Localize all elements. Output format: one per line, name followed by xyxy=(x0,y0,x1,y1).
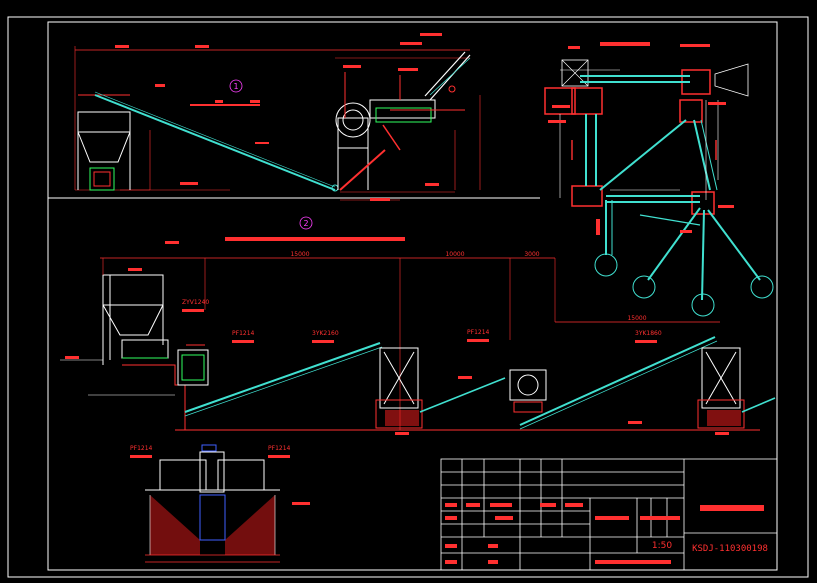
label-pf1214-b: PF1214 xyxy=(467,329,490,336)
label-pf1214-c: PF1214 xyxy=(130,445,153,452)
conveyor-1 xyxy=(184,342,381,413)
circle-1-label: 1 xyxy=(233,82,238,91)
label-3yk1860: 3YK1860 xyxy=(635,330,662,337)
section-1: 1 xyxy=(74,33,481,201)
screen-a xyxy=(375,347,423,429)
label-3yk2160: 3YK2160 xyxy=(312,330,339,337)
crusher-station xyxy=(335,99,436,190)
conveyor-main xyxy=(94,94,336,191)
drawing-number: KSDJ-110300198 xyxy=(692,544,768,554)
label-zyv1240: ZYV1240 xyxy=(182,299,209,306)
section-2: 2 15000 10000 3000 15000 xyxy=(60,216,776,435)
outer-frame xyxy=(7,16,809,578)
crusher-pf1214-b xyxy=(509,369,547,413)
dim-10000: 10000 xyxy=(445,251,464,258)
inner-frame xyxy=(47,21,778,571)
pit-section xyxy=(145,451,280,493)
label-pf1214-a: PF1214 xyxy=(232,330,255,337)
label-pf1214-d: PF1214 xyxy=(268,445,291,452)
dim-3000: 3000 xyxy=(524,251,539,258)
plan-view xyxy=(544,42,774,317)
conveyor-upper xyxy=(429,54,471,101)
section-3: PF1214 PF1214 xyxy=(130,444,310,563)
dim-15000b: 15000 xyxy=(627,315,646,322)
title-block xyxy=(440,458,778,571)
feed-hopper xyxy=(77,94,131,191)
screen-b xyxy=(697,347,745,429)
dim-15000: 15000 xyxy=(290,251,309,258)
circle-2-label: 2 xyxy=(303,219,308,228)
feed-hopper-2 xyxy=(102,274,169,365)
crusher-pf1214-a xyxy=(177,344,209,386)
title-block-text xyxy=(445,503,764,564)
conveyor-2 xyxy=(519,336,716,426)
scale-value: 1:50 xyxy=(652,541,672,551)
